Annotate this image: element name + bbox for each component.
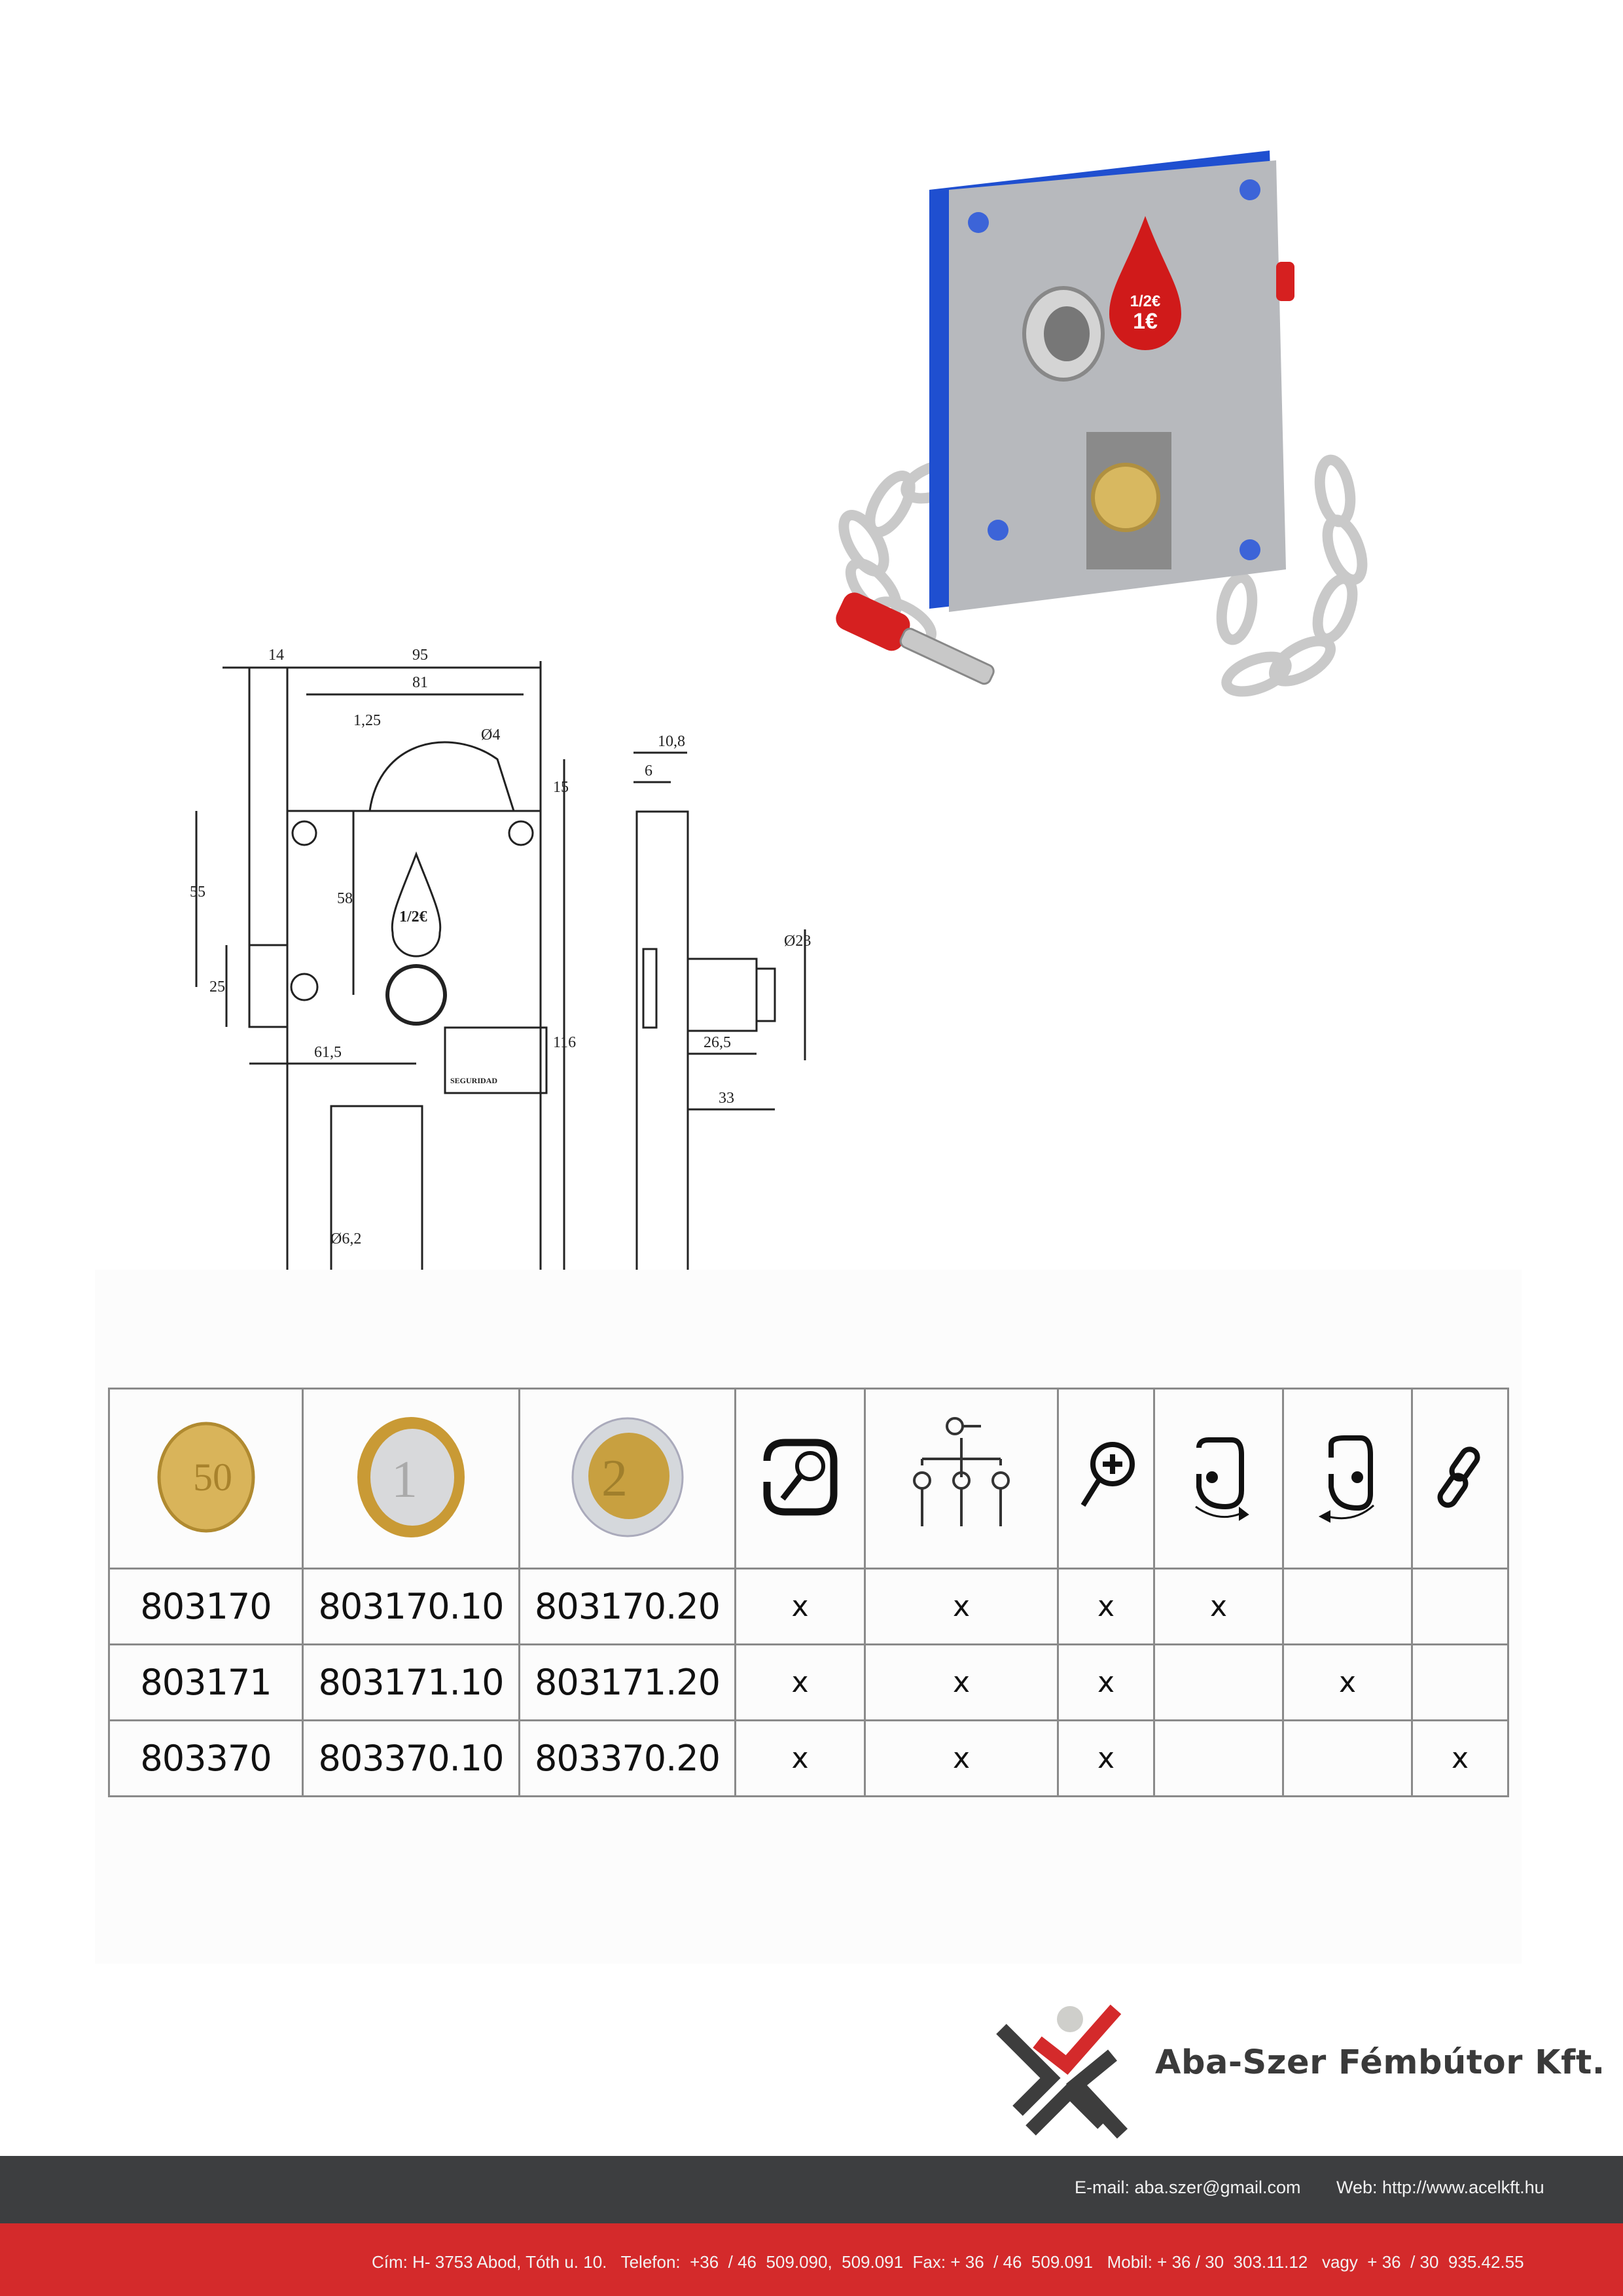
header-rotate-left (1282, 1388, 1413, 1570)
header-coin-1-euro: 1 (302, 1388, 520, 1570)
code-2-euro: 803370.20 (518, 1719, 736, 1797)
table-row: 803370 803370.10 803370.20 x x x x (108, 1719, 1509, 1797)
mark-master-key: x (864, 1568, 1059, 1645)
footer-address-bar: Cím: H- 3753 Abod, Tóth u. 10. Telefon: … (0, 2223, 1623, 2296)
company-name: Aba-Szer Fémbútor Kft. (1155, 2043, 1605, 2082)
dim-15: 15 (553, 779, 569, 796)
coin-50-cent-icon: 50 (157, 1422, 255, 1532)
table-row: 803170 803170.10 803170.20 x x x x (108, 1568, 1509, 1645)
coin-1-euro-icon: 1 (357, 1416, 465, 1537)
code-50-cent: 803170 (108, 1568, 304, 1645)
dim-95: 95 (412, 647, 428, 664)
table-header-row: 50 1 2 (108, 1388, 1509, 1570)
code-2-euro: 803171.20 (518, 1643, 736, 1721)
code-1-euro: 803170.10 (302, 1568, 520, 1645)
footer-address: Cím: H- 3753 Abod, Tóth u. 10. Telefon: … (372, 2252, 1524, 2272)
drawing-drop-label: 1/2€ (399, 908, 427, 925)
mark-key-in-lock: x (734, 1719, 866, 1797)
mark-rotate-right (1153, 1719, 1284, 1797)
company-logo-icon (996, 2004, 1128, 2139)
svg-text:1: 1 (391, 1451, 418, 1509)
footer-email: E-mail: aba.szer@gmail.com (1075, 2178, 1301, 2197)
dim-d4: Ø4 (481, 726, 500, 744)
mark-key-plus: x (1057, 1643, 1155, 1721)
master-key-system-icon (913, 1416, 1010, 1526)
code-1-euro: 803370.10 (302, 1719, 520, 1797)
chain-key-pin (836, 592, 995, 685)
dim-6: 6 (645, 762, 652, 780)
code-1-euro: 803171.10 (302, 1643, 520, 1721)
dim-81: 81 (412, 674, 428, 691)
mark-master-key: x (864, 1643, 1059, 1721)
header-rotate-right (1153, 1388, 1284, 1570)
key-plus-icon (1080, 1441, 1135, 1507)
dim-25: 25 (209, 978, 225, 996)
dim-14: 14 (268, 647, 284, 664)
mark-rotate-right: x (1153, 1568, 1284, 1645)
dim-116: 116 (553, 1034, 576, 1051)
mark-key-in-lock: x (734, 1643, 866, 1721)
product-table: 50 1 2 803170 803170.10 803170.20 x x x … (108, 1388, 1509, 1797)
coin-in-slot (1091, 463, 1160, 532)
mark-key-plus: x (1057, 1719, 1155, 1797)
key-in-lock-icon (763, 1439, 837, 1515)
dim-26-5: 26,5 (704, 1034, 731, 1051)
mark-key-plus: x (1057, 1568, 1155, 1645)
footer-contact-bar: E-mail: aba.szer@gmail.com Web: http://w… (0, 2156, 1623, 2223)
header-master-key-system (864, 1388, 1059, 1570)
drop-label-top: 1/2€ (1130, 293, 1161, 310)
mark-chain (1411, 1568, 1509, 1645)
product-photo-coin-lock: 1/2€ 1€ (836, 151, 1368, 697)
mark-rotate-left: x (1282, 1643, 1413, 1721)
table-row: 803171 803171.10 803171.20 x x x x (108, 1643, 1509, 1721)
dim-33: 33 (719, 1090, 734, 1107)
brand-plate-label: SEGURIDAD (450, 1076, 497, 1085)
dim-d6-2: Ø6,2 (330, 1230, 361, 1247)
lock-plate (949, 160, 1286, 612)
header-key-in-lock (734, 1388, 866, 1570)
mark-rotate-left (1282, 1568, 1413, 1645)
header-key-plus (1057, 1388, 1155, 1570)
mark-master-key: x (864, 1719, 1059, 1797)
svg-text:50: 50 (193, 1456, 232, 1499)
dim-1-25: 1,25 (353, 712, 381, 729)
svg-text:2: 2 (601, 1450, 628, 1507)
code-50-cent: 803171 (108, 1643, 304, 1721)
mark-key-in-lock: x (734, 1568, 866, 1645)
dim-58: 58 (337, 890, 353, 907)
release-button (1276, 262, 1294, 301)
rotate-left-door-icon (1318, 1435, 1375, 1523)
footer-web: Web: http://www.acelkft.hu (1336, 2178, 1544, 2197)
header-coin-50-cent: 50 (108, 1388, 304, 1570)
chain-right (1216, 454, 1368, 697)
mark-rotate-left (1282, 1719, 1413, 1797)
code-50-cent: 803370 (108, 1719, 304, 1797)
rotate-right-door-icon (1195, 1437, 1249, 1521)
mark-chain (1411, 1643, 1509, 1721)
mark-rotate-right (1153, 1643, 1284, 1721)
screw-holes (968, 179, 1260, 560)
mark-chain: x (1411, 1719, 1509, 1797)
header-chain (1411, 1388, 1509, 1570)
coin-drop-badge (1109, 216, 1181, 350)
chain-icon (1437, 1446, 1480, 1508)
dim-55: 55 (190, 884, 205, 901)
coin-2-euro-icon: 2 (571, 1417, 683, 1537)
drop-label-bottom: 1€ (1133, 309, 1158, 334)
dim-d23: Ø23 (784, 933, 811, 950)
dim-61-5: 61,5 (314, 1044, 342, 1061)
dim-10-8: 10,8 (658, 733, 685, 750)
code-2-euro: 803170.20 (518, 1568, 736, 1645)
header-coin-2-euro: 2 (518, 1388, 736, 1570)
